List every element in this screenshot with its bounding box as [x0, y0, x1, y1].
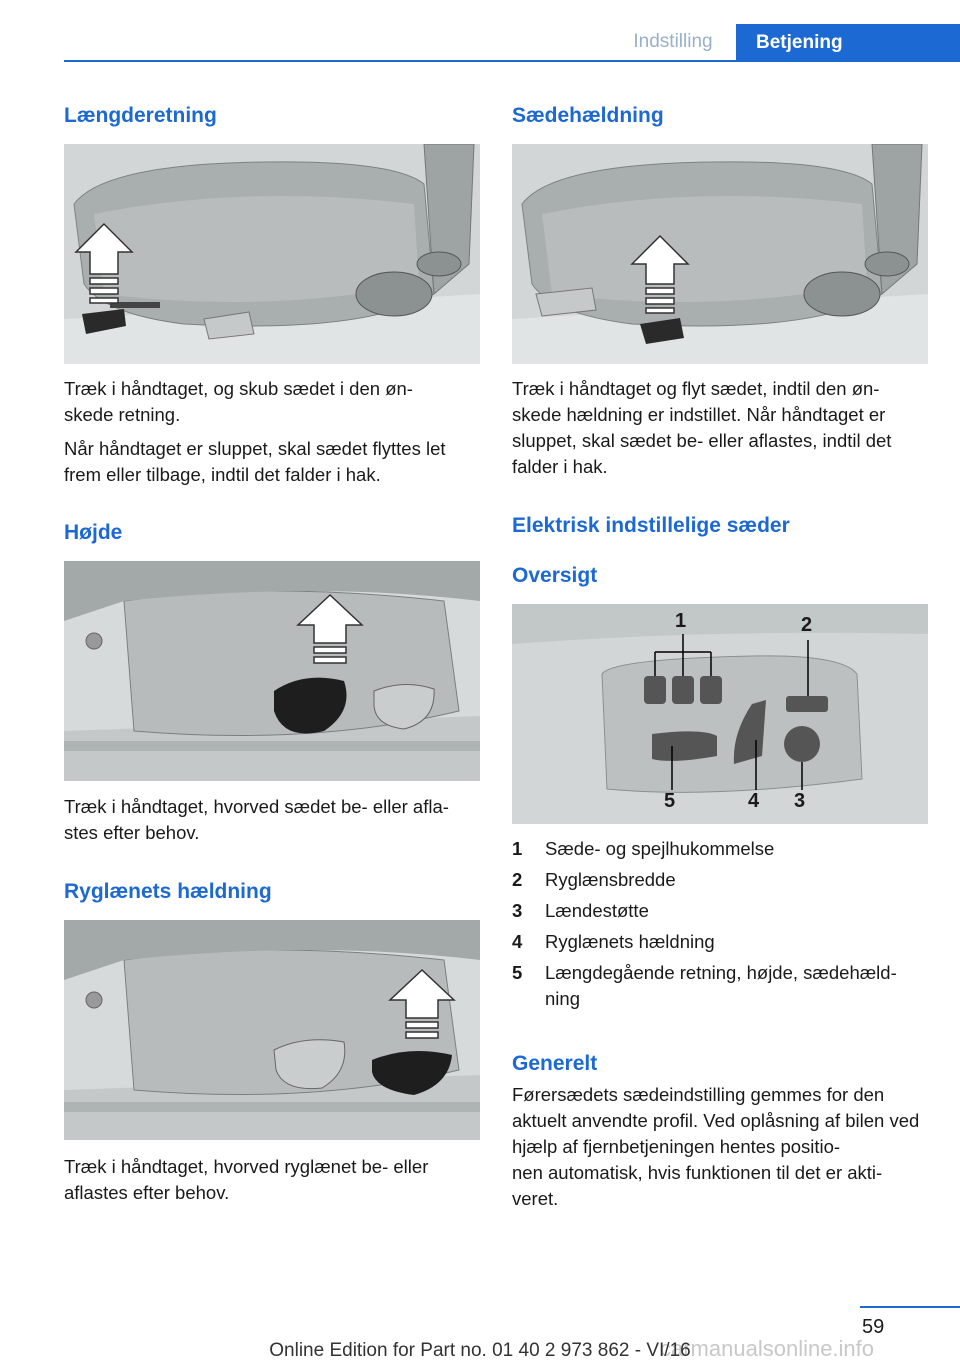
- heading-oversigt: Oversigt: [512, 564, 598, 587]
- footer-rule: [860, 1306, 960, 1308]
- page-number: 59: [862, 1316, 885, 1338]
- laengderetning-text-2: Når håndtaget er sluppet, skal sædet fly…: [64, 438, 446, 485]
- heading-laengderetning: Længderetning: [64, 104, 217, 127]
- header-rule: [64, 60, 960, 62]
- heading-elektrisk: Elektrisk indstillelige sæder: [512, 514, 790, 537]
- callout-3: 3: [794, 790, 806, 812]
- callout-4: 4: [748, 790, 760, 812]
- heading-hojde: Højde: [64, 521, 123, 544]
- seat-tilt-figure: [512, 144, 928, 364]
- heading-saedehaeldning: Sædehældning: [512, 104, 664, 127]
- saedehaeldning-text: Træk i håndtaget og flyt sædet, indtil d…: [512, 378, 892, 477]
- tab-betjening[interactable]: Betjening: [736, 24, 960, 62]
- watermark: carmanualsonline.info: [660, 1336, 875, 1361]
- seat-fore-aft-figure: [64, 144, 480, 364]
- generelt-text: Førersædets sædeindstilling gemmes for d…: [512, 1084, 920, 1209]
- tab-indstilling[interactable]: Indstilling: [633, 31, 713, 52]
- laengderetning-text-1: Træk i håndtaget, og skub sædet i den øn…: [64, 378, 413, 425]
- hojde-text: Træk i håndtaget, hvorved sædet be- elle…: [64, 796, 449, 843]
- ryglaenets-text: Træk i håndtaget, hvorved ryglænet be- e…: [64, 1156, 429, 1203]
- seat-controls-overview-figure: 1 2 3 4 5: [512, 604, 928, 824]
- heading-ryglaenets-haeldning: Ryglænets hældning: [64, 880, 272, 903]
- callout-5: 5: [664, 790, 676, 812]
- seat-height-figure: [64, 561, 480, 781]
- callout-1: 1: [675, 610, 687, 632]
- backrest-tilt-figure: [64, 920, 480, 1140]
- heading-generelt: Generelt: [512, 1052, 598, 1075]
- edition-footer: Online Edition for Part no. 01 40 2 973 …: [269, 1340, 691, 1361]
- callout-2: 2: [801, 614, 813, 636]
